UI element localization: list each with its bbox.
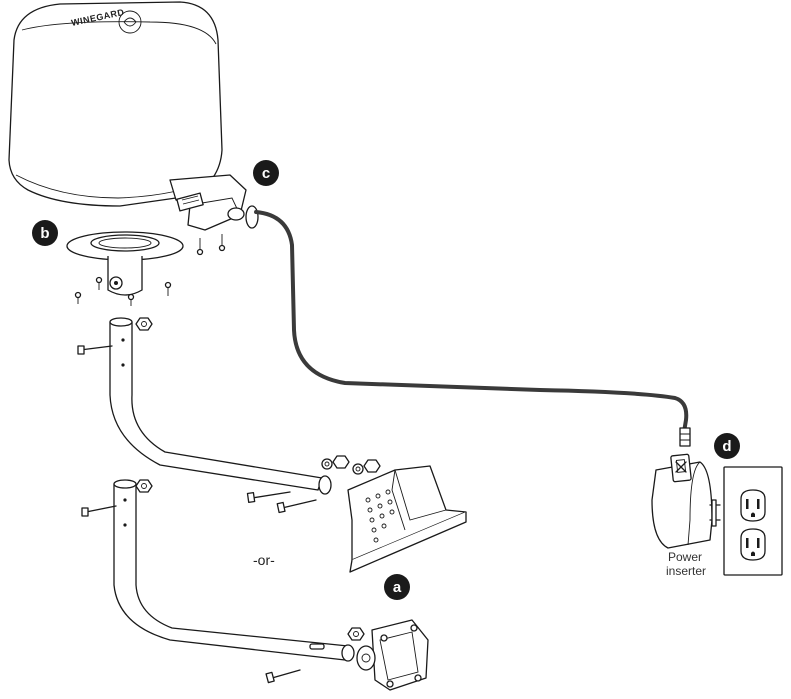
power-inserter-label-line1: Power	[668, 550, 702, 564]
callout-a: a	[384, 574, 410, 600]
callout-b: b	[32, 220, 58, 246]
outlet-receptacle-top	[740, 489, 766, 522]
callout-a-label: a	[393, 579, 402, 596]
outlet-receptacle-bottom	[740, 528, 766, 561]
upper-j-pipe	[77, 317, 332, 495]
power-inserter	[651, 453, 721, 549]
antenna-dome: WINEGARD	[8, 1, 223, 207]
wall-bracket	[347, 465, 467, 573]
callout-c: c	[253, 160, 279, 186]
cable-connector	[679, 427, 691, 447]
or-label: -or-	[253, 552, 275, 568]
callout-d-label: d	[722, 438, 731, 455]
callout-b-label: b	[40, 225, 49, 242]
mounting-plate	[66, 231, 184, 306]
wall-outlet	[723, 466, 783, 576]
upper-hardware	[246, 455, 381, 514]
callout-c-label: c	[262, 165, 270, 182]
pole-clamp	[356, 619, 429, 691]
lower-j-pipe	[81, 479, 365, 684]
cable-bracket	[169, 174, 259, 256]
bracket-holes	[365, 489, 395, 543]
logo-mark	[118, 10, 142, 34]
callout-d: d	[714, 433, 740, 459]
power-inserter-label-line2: inserter	[666, 564, 706, 578]
coax-cable	[254, 210, 689, 434]
